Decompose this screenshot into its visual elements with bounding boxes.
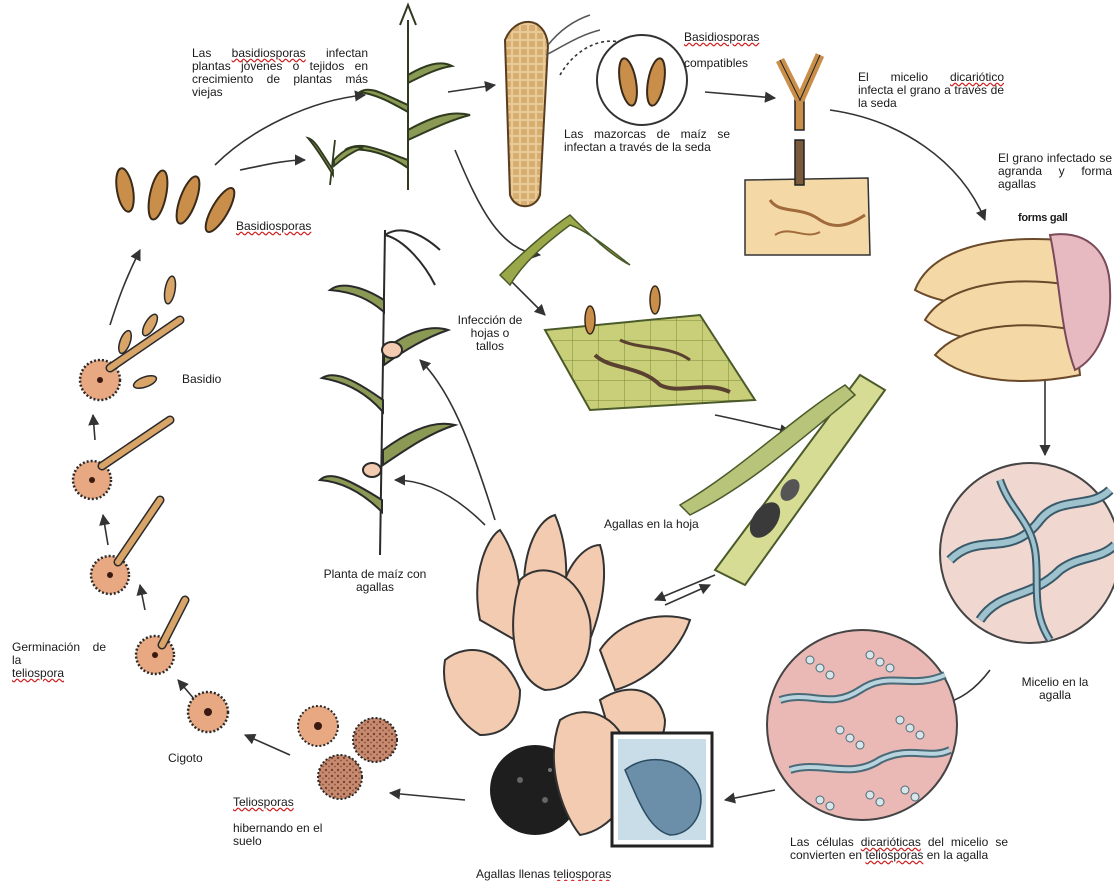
label-planta-maiz: Planta de maíz con agallas bbox=[305, 568, 445, 594]
label-micelio-agalla: Micelio en la agalla bbox=[1020, 676, 1090, 702]
infected-leaf-strip bbox=[500, 215, 630, 285]
label-celulas-post: en la agalla bbox=[923, 848, 988, 862]
label-teliosporas-term: Teliosporas bbox=[233, 795, 294, 809]
tall-corn-plant bbox=[320, 230, 455, 555]
arrow-gall-to-plant bbox=[395, 480, 485, 525]
label-basidiosporas-infectan-pre: Las bbox=[192, 46, 232, 60]
zygote bbox=[188, 692, 228, 732]
label-agallas-llenas-term: teliosporas bbox=[553, 867, 611, 881]
arrow-gall-to-soil bbox=[390, 793, 465, 800]
label-celulas-term: dicarióticas bbox=[861, 835, 921, 849]
label-agallas-llenas: Agallas llenas teliosporas bbox=[476, 855, 611, 881]
arrow-spores-to-mycelium bbox=[705, 92, 775, 98]
seedling bbox=[308, 138, 362, 185]
arrow-basidio-to-spores bbox=[110, 250, 140, 325]
label-basidiosporas-infectan-term: basidiosporas bbox=[232, 46, 306, 60]
arrow-zygote-to-germ bbox=[178, 680, 195, 700]
label-basidiosporas: Basidiosporas bbox=[236, 220, 311, 233]
mycelium-in-gall-circle bbox=[940, 463, 1114, 643]
arrow-cells-to-gall bbox=[725, 790, 775, 800]
label-celulas-dicarioticas: Las células dicarióticas del micelio se … bbox=[790, 823, 1008, 862]
label-cigoto: Cigoto bbox=[168, 752, 203, 765]
label-grano-infectado: El grano infectado se agranda y forma ag… bbox=[998, 152, 1112, 191]
arrow-germ-chain-3 bbox=[93, 415, 95, 440]
label-infeccion-hojas: Infección de hojas o tallos bbox=[455, 314, 525, 353]
label-forms-gall: forms gall bbox=[1018, 212, 1068, 225]
label-basidiosporas-compatibles: Basidiosporas compatibles bbox=[684, 18, 784, 70]
label-germinacion-pre: Germinación de la bbox=[12, 640, 106, 667]
arrow-germ-chain-1 bbox=[140, 585, 145, 610]
label-micelio-dicariotico: El micelio dicariótico infecta el grano … bbox=[858, 58, 1004, 110]
label-teliosporas-suelo: Teliosporas hibernando en el suelo bbox=[233, 783, 323, 848]
label-micelio-post: infecta el grano a través de la seda bbox=[858, 83, 1004, 110]
label-compatibles-post: compatibles bbox=[684, 56, 748, 70]
dikaryotic-mycelium-silk bbox=[745, 55, 870, 255]
label-micelio-term: dicariótico bbox=[950, 70, 1004, 84]
infected-kernels-gall bbox=[915, 234, 1110, 381]
arrow-basidiospores-to-seedling bbox=[240, 160, 305, 170]
label-teliosporas-post: hibernando en el suelo bbox=[233, 821, 322, 848]
arrow-plant-to-ear bbox=[448, 85, 495, 92]
germinating-teliospores bbox=[73, 275, 185, 674]
arrow-gall-to-leafgall bbox=[665, 585, 710, 605]
label-agallas-llenas-pre: Agallas llenas bbox=[476, 867, 553, 881]
arrow-leaf-to-leafgall bbox=[715, 415, 790, 432]
label-micelio-pre: El micelio bbox=[858, 70, 950, 84]
dikaryotic-cells-circle bbox=[767, 630, 957, 820]
gall-inset bbox=[612, 733, 712, 846]
label-agallas-hoja: Agallas en la hoja bbox=[604, 518, 699, 531]
arrow-gall-to-tall-plant bbox=[420, 360, 495, 520]
label-mazorcas: Las mazorcas de maíz se infectan a travé… bbox=[564, 128, 730, 154]
leaf-with-galls bbox=[680, 375, 885, 585]
arrow-germ-chain-2 bbox=[103, 515, 108, 545]
label-celulas-term2: teliosporas bbox=[865, 848, 923, 862]
label-basidiosporas-infectan: Las basidiosporas infectan plantas jóven… bbox=[192, 34, 368, 99]
corn-ear bbox=[505, 15, 600, 206]
compatible-spores-circle bbox=[597, 35, 687, 125]
arrow-soil-to-zygote bbox=[245, 735, 290, 755]
label-germinacion-term: teliospora bbox=[12, 666, 64, 680]
label-basidio: Basidio bbox=[182, 373, 221, 386]
label-celulas-pre: Las células bbox=[790, 835, 861, 849]
leaf-infection-tissue bbox=[545, 286, 755, 410]
basidiospores-group bbox=[113, 167, 239, 236]
label-germinacion: Germinación de la teliospora bbox=[12, 628, 106, 680]
label-compatibles-term: Basidiosporas bbox=[684, 30, 759, 44]
